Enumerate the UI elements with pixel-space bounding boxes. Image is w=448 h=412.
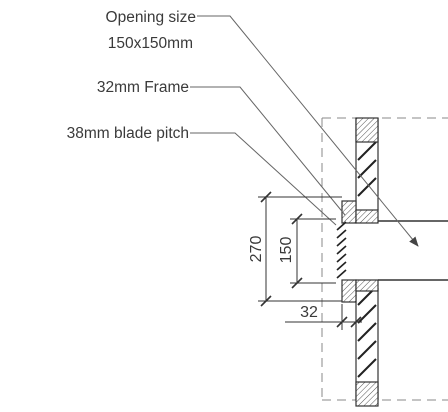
- duct-sleeve: [378, 220, 448, 281]
- leader-lines: [190, 15, 419, 247]
- dimension-270: [258, 191, 342, 307]
- callout-blade-pitch: 38mm blade pitch: [67, 125, 189, 142]
- dimension-150-label: 150: [278, 237, 295, 264]
- callout-opening-size-dims: 150x150mm: [108, 35, 193, 52]
- dimension-150: [290, 213, 336, 289]
- louvre-blades: [336, 221, 347, 279]
- frame-top-outer: [341, 200, 357, 224]
- dimension-32: [285, 304, 362, 330]
- frame-bottom-outer: [341, 279, 357, 303]
- boundary-dashed-outline: [321, 117, 448, 401]
- frame-top-inner: [355, 209, 379, 224]
- wall-top-block: [355, 117, 379, 143]
- callout-opening-size: Opening size: [106, 9, 196, 26]
- dimension-32-label: 32: [300, 304, 318, 321]
- frame-bottom-inner: [355, 279, 379, 292]
- wall-insulation-hatch: [357, 141, 377, 378]
- callout-frame: 32mm Frame: [97, 79, 189, 96]
- dimension-270-label: 270: [248, 236, 265, 263]
- wall-bottom-block: [355, 381, 379, 407]
